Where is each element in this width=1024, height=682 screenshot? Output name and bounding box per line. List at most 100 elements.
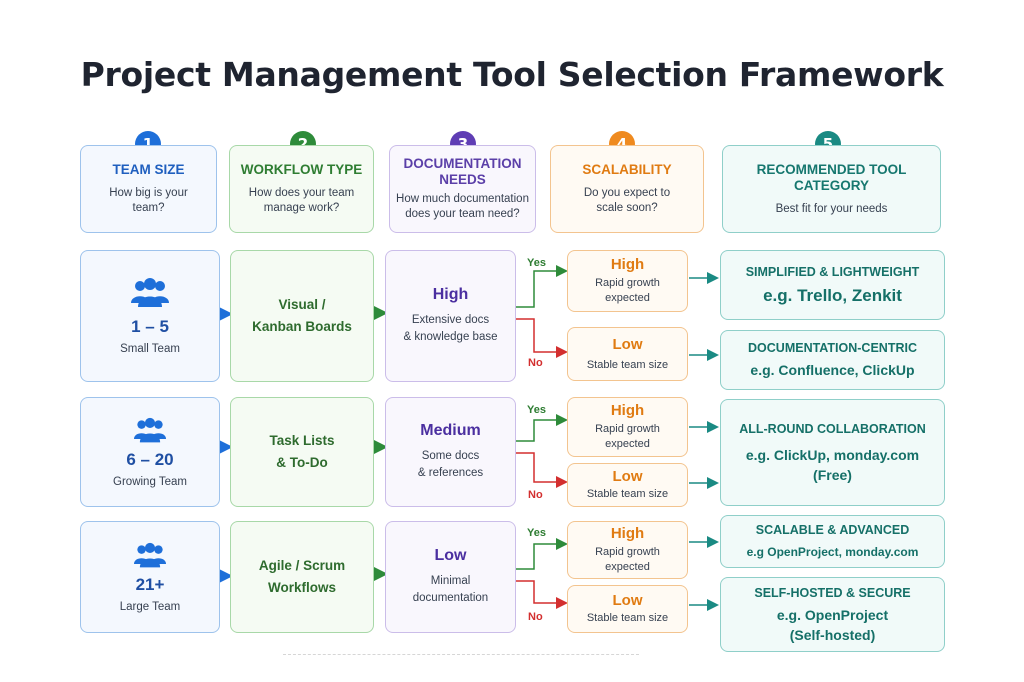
recommendation-category: SCALABLE & ADVANCED — [755, 522, 910, 537]
header-subtitle: How much documentation does your team ne… — [396, 193, 529, 220]
team-size-growing: 6 – 20 Growing Team — [80, 397, 220, 507]
doc-description: Some docs — [421, 450, 480, 462]
scalability-low: Low Stable team size — [567, 463, 688, 507]
header-scalability: SCALABILITY Do you expect to scale soon? — [550, 145, 704, 233]
recommendation-category: SELF-HOSTED & SECURE — [754, 585, 911, 600]
team-size-small: 1 – 5 Small Team — [80, 250, 220, 382]
no-label: No — [528, 611, 543, 623]
scalability-high: High Rapid growth expected — [567, 250, 688, 312]
arrow-no-branch — [516, 580, 568, 609]
recommendation-simplified: SIMPLIFIED & LIGHTWEIGHT e.g. Trello, Ze… — [720, 250, 945, 320]
workflow-line: Agile / Scrum — [258, 558, 346, 573]
scalability-description: Stable team size — [586, 612, 669, 624]
team-size-value: 21+ — [135, 574, 165, 594]
doc-level: Low — [434, 547, 467, 564]
header-subtitle: Best fit for your needs — [775, 202, 888, 215]
page-title: Project Management Tool Selection Framew… — [80, 55, 944, 94]
scalability-description: Stable team size — [586, 488, 669, 500]
header-title: WORKFLOW TYPE — [240, 162, 363, 177]
workflow-agile-scrum: Agile / Scrum Workflows — [230, 521, 374, 633]
workflow-line: & To-Do — [276, 455, 328, 470]
arrow-yes-branch — [516, 265, 568, 308]
team-size-value: 1 – 5 — [131, 317, 169, 336]
recommendation-category: SIMPLIFIED & LIGHTWEIGHT — [745, 265, 920, 279]
recommendation-category: ALL-ROUND COLLABORATION — [739, 421, 926, 436]
doc-description: & references — [417, 467, 484, 479]
arrow-yes-branch — [516, 538, 568, 570]
team-size-label: Large Team — [119, 600, 181, 613]
header-documentation-needs: DOCUMENTATION NEEDS How much documentati… — [389, 145, 536, 233]
recommendation-tool: e.g. Trello, Zenkit — [763, 286, 902, 305]
scalability-description: Rapid growth — [595, 277, 660, 289]
recommendation-tool: e.g. OpenProject — [776, 606, 889, 623]
workflow-visual-kanban: Visual / Kanban Boards — [230, 250, 374, 382]
header-title: TEAM SIZE — [112, 162, 185, 177]
doc-description: Extensive docs — [411, 314, 490, 326]
no-label: No — [528, 357, 543, 369]
workflow-line: Task Lists — [269, 433, 335, 448]
people-icon — [131, 278, 169, 307]
doc-description: documentation — [412, 592, 489, 604]
scalability-description: expected — [605, 292, 650, 304]
doc-description: Minimal — [430, 575, 471, 587]
scalability-high: High Rapid growth expected — [567, 521, 688, 579]
workflow-line: Kanban Boards — [252, 319, 352, 334]
header-workflow-type: WORKFLOW TYPE How does your team manage … — [229, 145, 374, 233]
header-title: RECOMMENDED TOOL CATEGORY — [756, 161, 907, 193]
recommendation-tool: e.g. ClickUp, monday.com — [745, 446, 920, 463]
workflow-task-lists: Task Lists & To-Do — [230, 397, 374, 507]
header-subtitle: Do you expect to scale soon? — [583, 187, 671, 214]
arrow-no-branch — [516, 318, 568, 358]
doc-needs-low: Low Minimal documentation — [385, 521, 516, 633]
scalability-high: High Rapid growth expected — [567, 397, 688, 457]
scalability-description: expected — [605, 438, 650, 450]
workflow-line: Visual / — [278, 297, 326, 312]
header-subtitle: How does your team manage work? — [248, 187, 355, 214]
workflow-line: Workflows — [267, 580, 336, 595]
recommendation-all-round: ALL-ROUND COLLABORATION e.g. ClickUp, mo… — [720, 399, 945, 506]
header-subtitle: How big is your team? — [109, 187, 188, 214]
team-size-value: 6 – 20 — [126, 449, 174, 469]
yes-label: Yes — [527, 404, 546, 416]
recommendation-category: DOCUMENTATION-CENTRIC — [748, 341, 917, 355]
recommendation-self-hosted: SELF-HOSTED & SECURE e.g. OpenProject (S… — [720, 577, 945, 652]
doc-level: High — [432, 286, 469, 303]
scalability-level: Low — [612, 335, 643, 353]
recommendation-tool: e.g. Confluence, ClickUp — [750, 362, 915, 378]
scalability-level: Low — [612, 592, 643, 609]
people-icon — [133, 417, 167, 442]
recommendation-documentation-centric: DOCUMENTATION-CENTRIC e.g. Confluence, C… — [720, 330, 945, 390]
scalability-low: Low Stable team size — [567, 585, 688, 633]
doc-needs-high: High Extensive docs & knowledge base — [385, 250, 516, 382]
footer-divider — [283, 654, 639, 655]
scalability-low: Low Stable team size — [567, 327, 688, 381]
team-size-label: Growing Team — [113, 475, 187, 488]
scalability-description: Stable team size — [586, 358, 669, 371]
arrow-no-branch — [516, 452, 568, 488]
recommendation-tool: e.g OpenProject, monday.com — [746, 544, 919, 559]
scalability-description: expected — [605, 561, 650, 573]
scalability-level: High — [610, 525, 645, 542]
scalability-level: Low — [612, 468, 643, 485]
header-title: SCALABILITY — [582, 162, 672, 177]
header-title: DOCUMENTATION NEEDS — [403, 156, 522, 187]
team-size-large: 21+ Large Team — [80, 521, 220, 633]
arrow-yes-branch — [516, 414, 568, 442]
no-label: No — [528, 489, 543, 501]
header-team-size: TEAM SIZE How big is your team? — [80, 145, 217, 233]
people-icon — [133, 542, 167, 567]
doc-level: Medium — [420, 422, 481, 439]
recommendation-scalable: SCALABLE & ADVANCED e.g OpenProject, mon… — [720, 515, 945, 568]
scalability-description: Rapid growth — [595, 423, 660, 435]
doc-description: & knowledge base — [403, 331, 498, 343]
recommendation-tool-note: (Self-hosted) — [789, 626, 876, 643]
yes-label: Yes — [527, 257, 546, 269]
yes-label: Yes — [527, 527, 546, 539]
header-recommended-tool: RECOMMENDED TOOL CATEGORY Best fit for y… — [722, 145, 941, 233]
scalability-level: High — [610, 402, 645, 419]
scalability-description: Rapid growth — [595, 546, 660, 558]
recommendation-tool-note: (Free) — [813, 466, 852, 483]
doc-needs-medium: Medium Some docs & references — [385, 397, 516, 507]
scalability-level: High — [610, 256, 645, 273]
